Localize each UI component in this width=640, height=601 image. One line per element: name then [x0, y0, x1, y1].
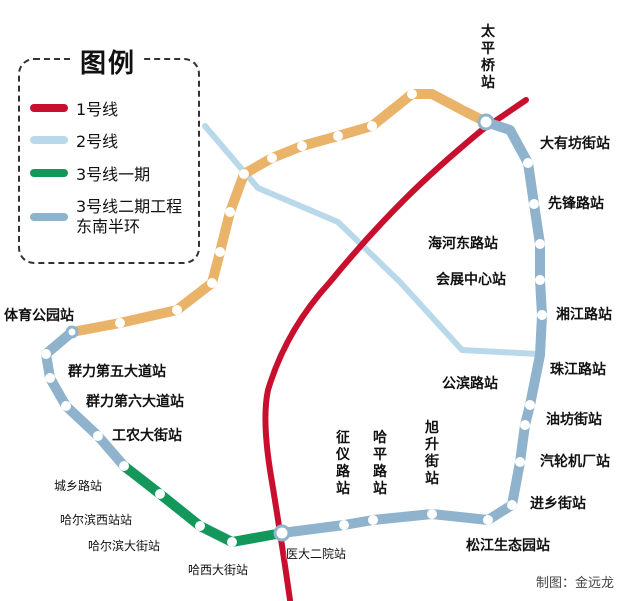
station-label-songjiangshengtaiyuan: 松江生态园站: [466, 538, 550, 554]
line-2-path: [202, 123, 541, 357]
transfer-yidaeryuan: [273, 524, 291, 542]
station-label-tiyugongyuan: 体育公园站: [4, 308, 74, 324]
station-dot: [61, 401, 71, 411]
station-dot: [172, 305, 182, 315]
station-dot: [367, 121, 377, 131]
station-label-dayoufangjie: 大有坊街站: [540, 136, 610, 152]
station-label-zhengyilu: 征仪路站: [336, 430, 350, 497]
legend-label-line3-phase1: 3号线一期: [76, 165, 151, 184]
station-label-huizhanzhongxin: 会展中心站: [436, 272, 506, 288]
line-1-path: [262, 97, 529, 601]
station-label-qilunjichang: 汽轮机厂站: [540, 454, 610, 470]
station-dot: [41, 349, 51, 359]
station-label-gongnongdajie: 工农大街站: [112, 428, 182, 444]
station-dot: [267, 153, 277, 163]
station-label-haxidajie: 哈西大街站: [188, 563, 249, 577]
station-label-qunlidiwudadao: 群力第五大道站: [68, 364, 166, 380]
station-dot: [155, 489, 165, 499]
station-dot: [297, 141, 307, 151]
station-label-xushengjie: 旭升街站: [425, 420, 439, 487]
station-dot: [239, 169, 249, 179]
station-dot: [529, 199, 539, 209]
map-credit: 制图：金远龙: [536, 576, 615, 591]
station-dots: [41, 89, 547, 547]
station-dot: [93, 431, 103, 441]
station-dot: [515, 457, 525, 467]
station-dot: [407, 89, 417, 99]
station-dot: [483, 515, 493, 525]
station-dot: [427, 509, 437, 519]
station-label-qunlidiliudadao: 群力第六大道站: [86, 394, 184, 410]
station-label-chengxianglu: 城乡路站: [54, 479, 103, 493]
legend-swatch-line2: [30, 136, 68, 144]
station-label-yidaeryuan: 医大二院站: [286, 547, 347, 561]
station-dot: [115, 318, 125, 328]
line-3-phase1-path: [119, 461, 287, 547]
legend-item-line2: 2号线: [30, 130, 119, 151]
station-dot: [520, 420, 530, 430]
station-dot: [525, 400, 535, 410]
station-label-xiangjianglu: 湘江路站: [556, 307, 612, 323]
legend-label-line2: 2号线: [76, 132, 119, 151]
station-dot: [195, 521, 205, 531]
station-label-youfangjie: 油坊街站: [546, 412, 602, 428]
station-dot: [45, 373, 55, 383]
station-dot: [535, 239, 545, 249]
station-label-hapinglu: 哈平路站: [373, 430, 387, 497]
legend-label-line1: 1号线: [76, 100, 119, 119]
line-3-phase2-west-path: [41, 327, 129, 471]
station-dot: [537, 310, 547, 320]
station-dot: [535, 275, 545, 285]
station-label-gongbinlu: 公滨路站: [442, 376, 498, 392]
station-label-jinxiangjie: 进乡街站: [530, 496, 586, 512]
station-dot: [368, 515, 378, 525]
station-label-haihedonglu: 海河东路站: [428, 236, 498, 252]
transfer-tiyugongyuan: [65, 325, 79, 339]
legend-swatch-line1: [30, 104, 68, 112]
legend-item-line3-phase1: 3号线一期: [30, 163, 151, 184]
station-dot: [119, 461, 129, 471]
station-dot: [215, 247, 225, 257]
station-label-haerbinxizhan: 哈尔滨西站站: [60, 513, 133, 527]
station-label-taipingqiao: 太平桥站: [481, 24, 495, 91]
legend-swatch-line3-phase1: [30, 169, 68, 177]
station-dot: [523, 158, 533, 168]
station-label-haerbindajie: 哈尔滨大街站: [88, 539, 161, 553]
station-dot: [227, 537, 237, 547]
legend-swatch-line3-phase2: [30, 213, 68, 221]
legend-label-line3-phase2: 3号线二期工程东南半环: [76, 197, 183, 236]
line-3-phase2-path: [277, 117, 547, 538]
transfer-stations: [65, 113, 495, 542]
legend-title: 图例: [74, 43, 143, 80]
legend-item-line1: 1号线: [30, 98, 119, 119]
station-dot: [333, 131, 343, 141]
station-dot: [207, 278, 217, 288]
transfer-taipingqiao: [477, 113, 495, 131]
station-label-zhujianglu: 珠江路站: [550, 362, 606, 378]
station-label-xianfenglu: 先锋路站: [548, 196, 604, 212]
legend-item-line3-phase2: 3号线二期工程东南半环: [30, 196, 194, 238]
station-dot: [339, 520, 349, 530]
station-dot: [507, 500, 517, 510]
station-dot: [225, 207, 235, 217]
